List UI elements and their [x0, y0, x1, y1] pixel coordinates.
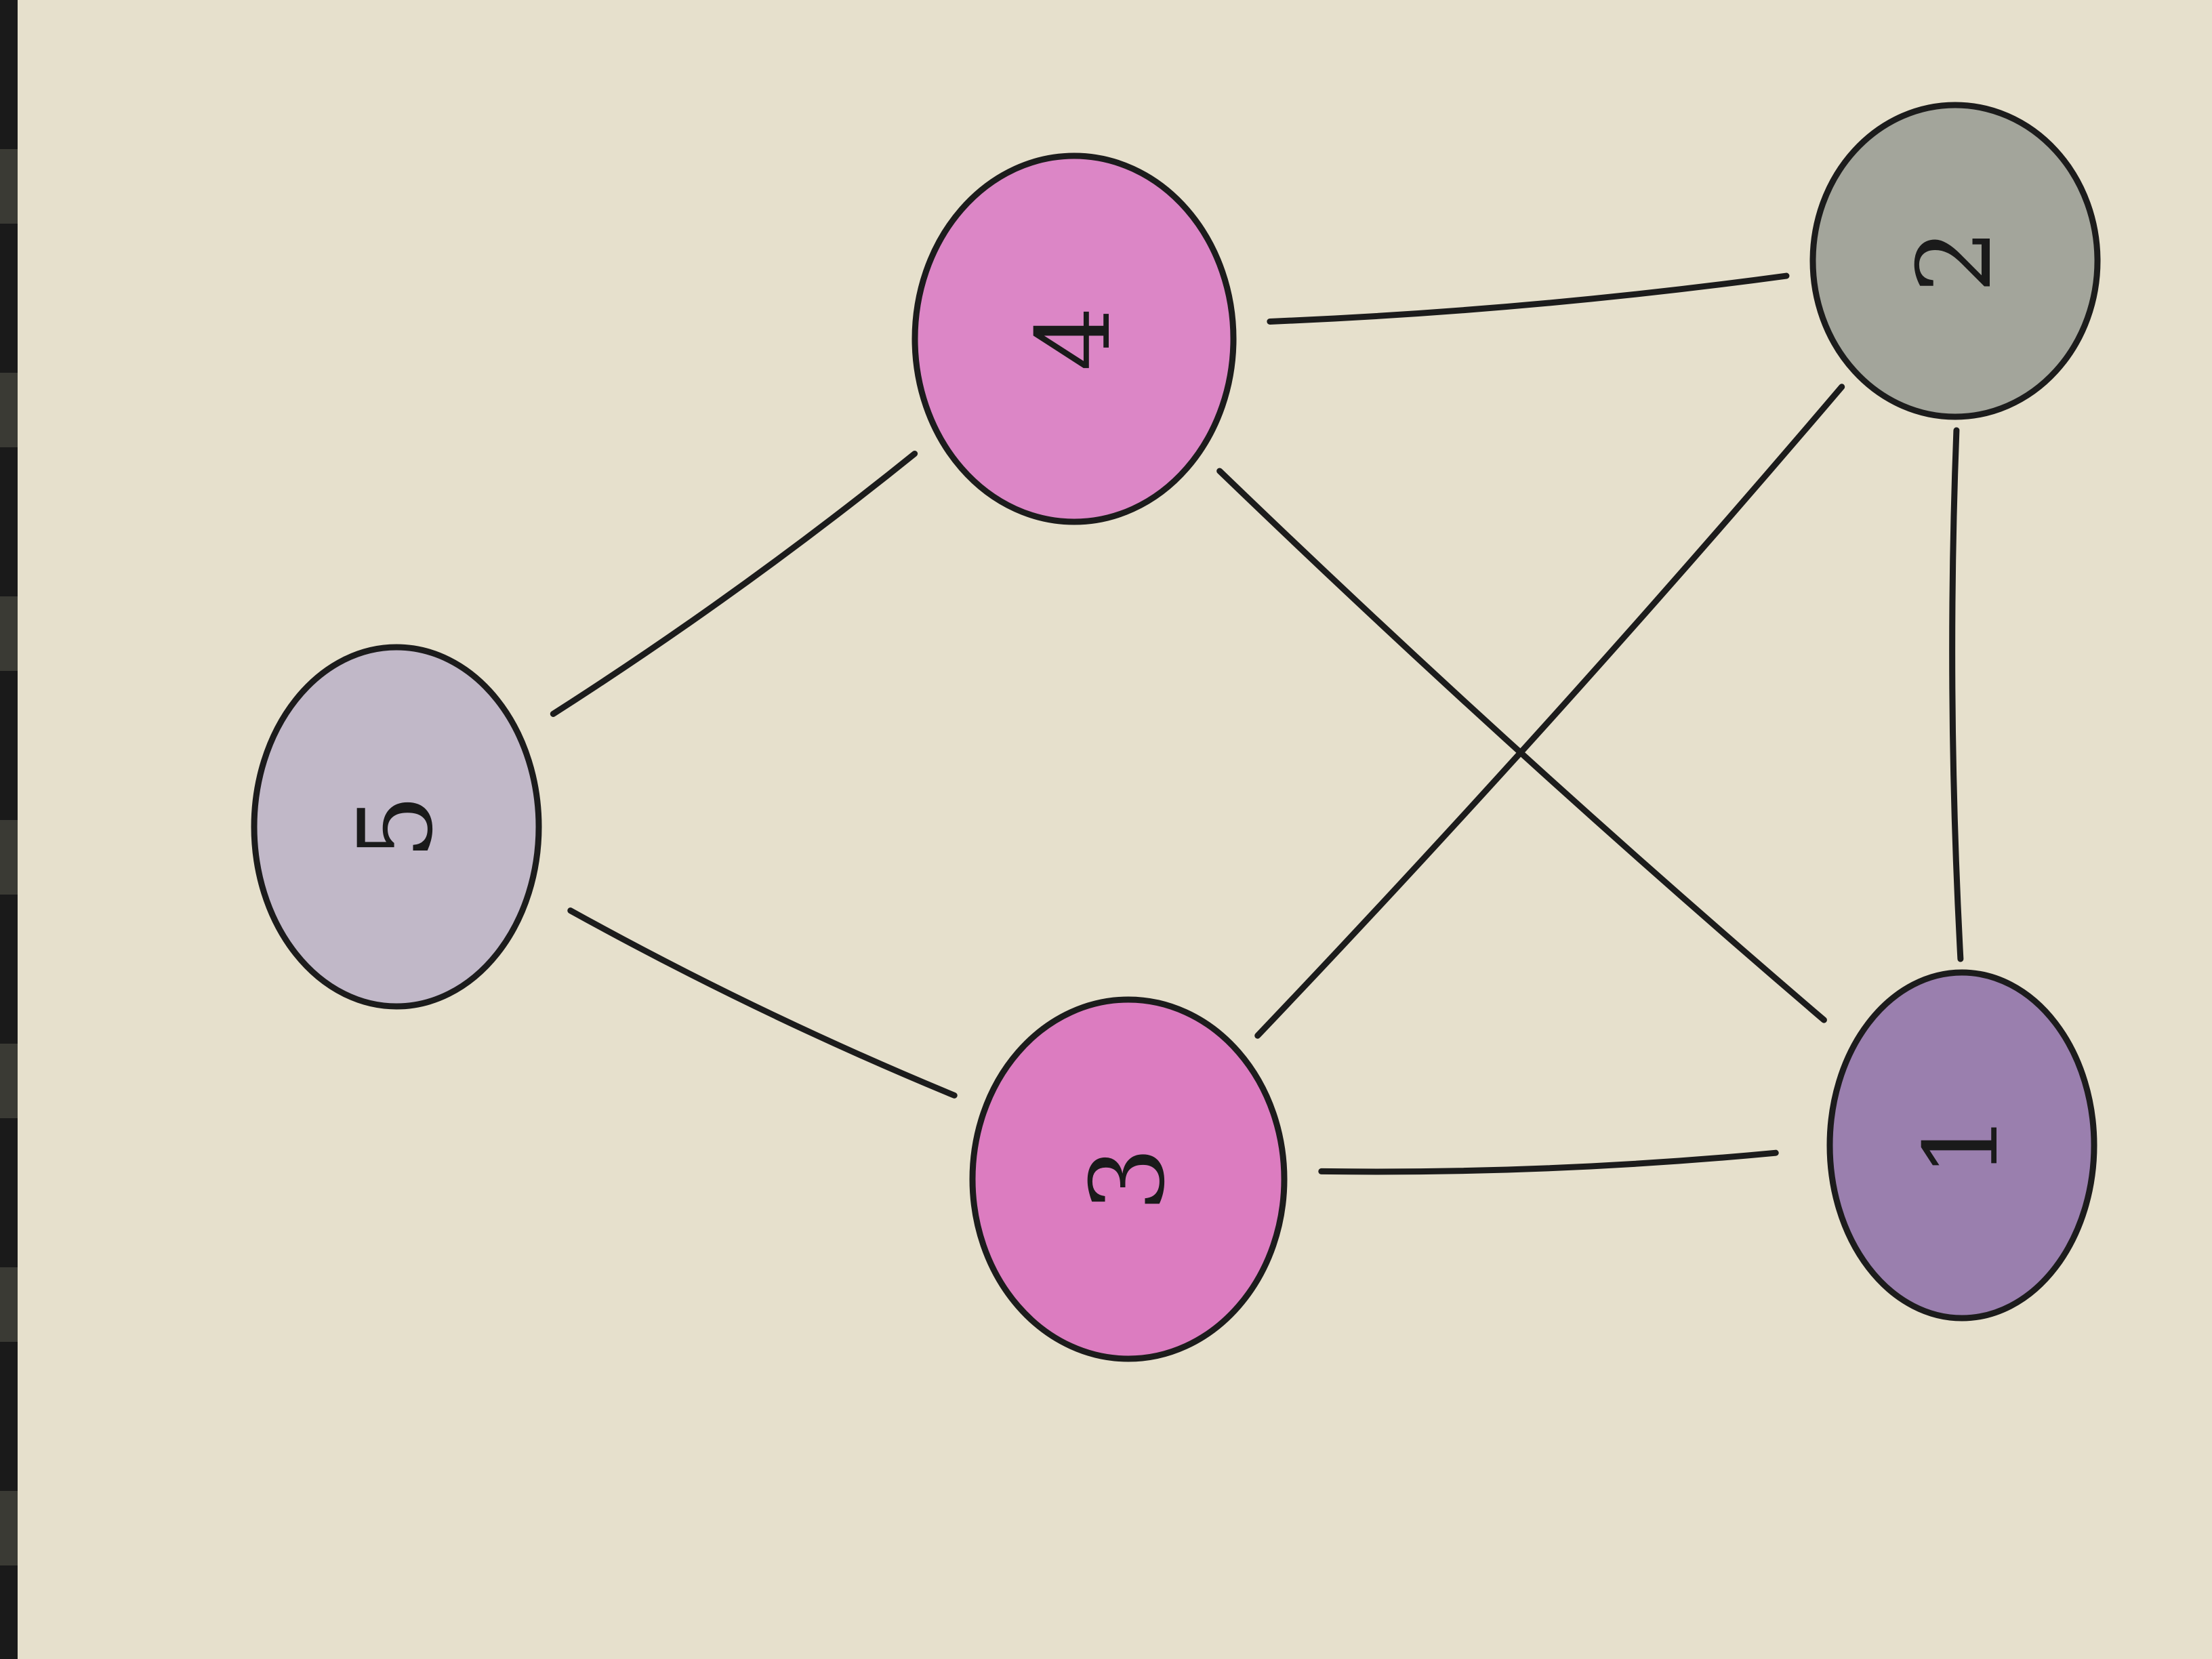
node-2: 2 [1809, 102, 2101, 420]
node-5-circle [251, 644, 542, 1010]
paper-edge [0, 0, 18, 1659]
edge-4-2 [1267, 272, 1790, 325]
edge-5-4 [550, 450, 918, 717]
node-4-label: 4 [1015, 306, 1133, 371]
edge-3-2 [1254, 384, 1845, 1039]
node-1-circle [1826, 969, 2097, 1322]
nodes-layer: 1 2 3 4 5 [251, 102, 2101, 1362]
node-1: 1 [1826, 969, 2097, 1322]
node-3-label: 3 [1069, 1147, 1187, 1211]
edge-5-3 [567, 907, 958, 1099]
node-5-label: 5 [337, 794, 455, 859]
node-2-label: 2 [1896, 228, 2014, 293]
node-4: 4 [912, 152, 1237, 525]
edges-layer [550, 272, 1964, 1175]
node-5: 5 [251, 644, 542, 1010]
node-2-circle [1809, 102, 2101, 420]
edge-3-1 [1318, 1149, 1779, 1175]
edge-2-1 [1949, 427, 1964, 962]
node-1-label: 1 [1903, 1113, 2021, 1177]
node-3-circle [969, 996, 1288, 1362]
node-3: 3 [969, 996, 1288, 1362]
node-4-circle [912, 152, 1237, 525]
edge-4-1 [1216, 468, 1827, 1023]
